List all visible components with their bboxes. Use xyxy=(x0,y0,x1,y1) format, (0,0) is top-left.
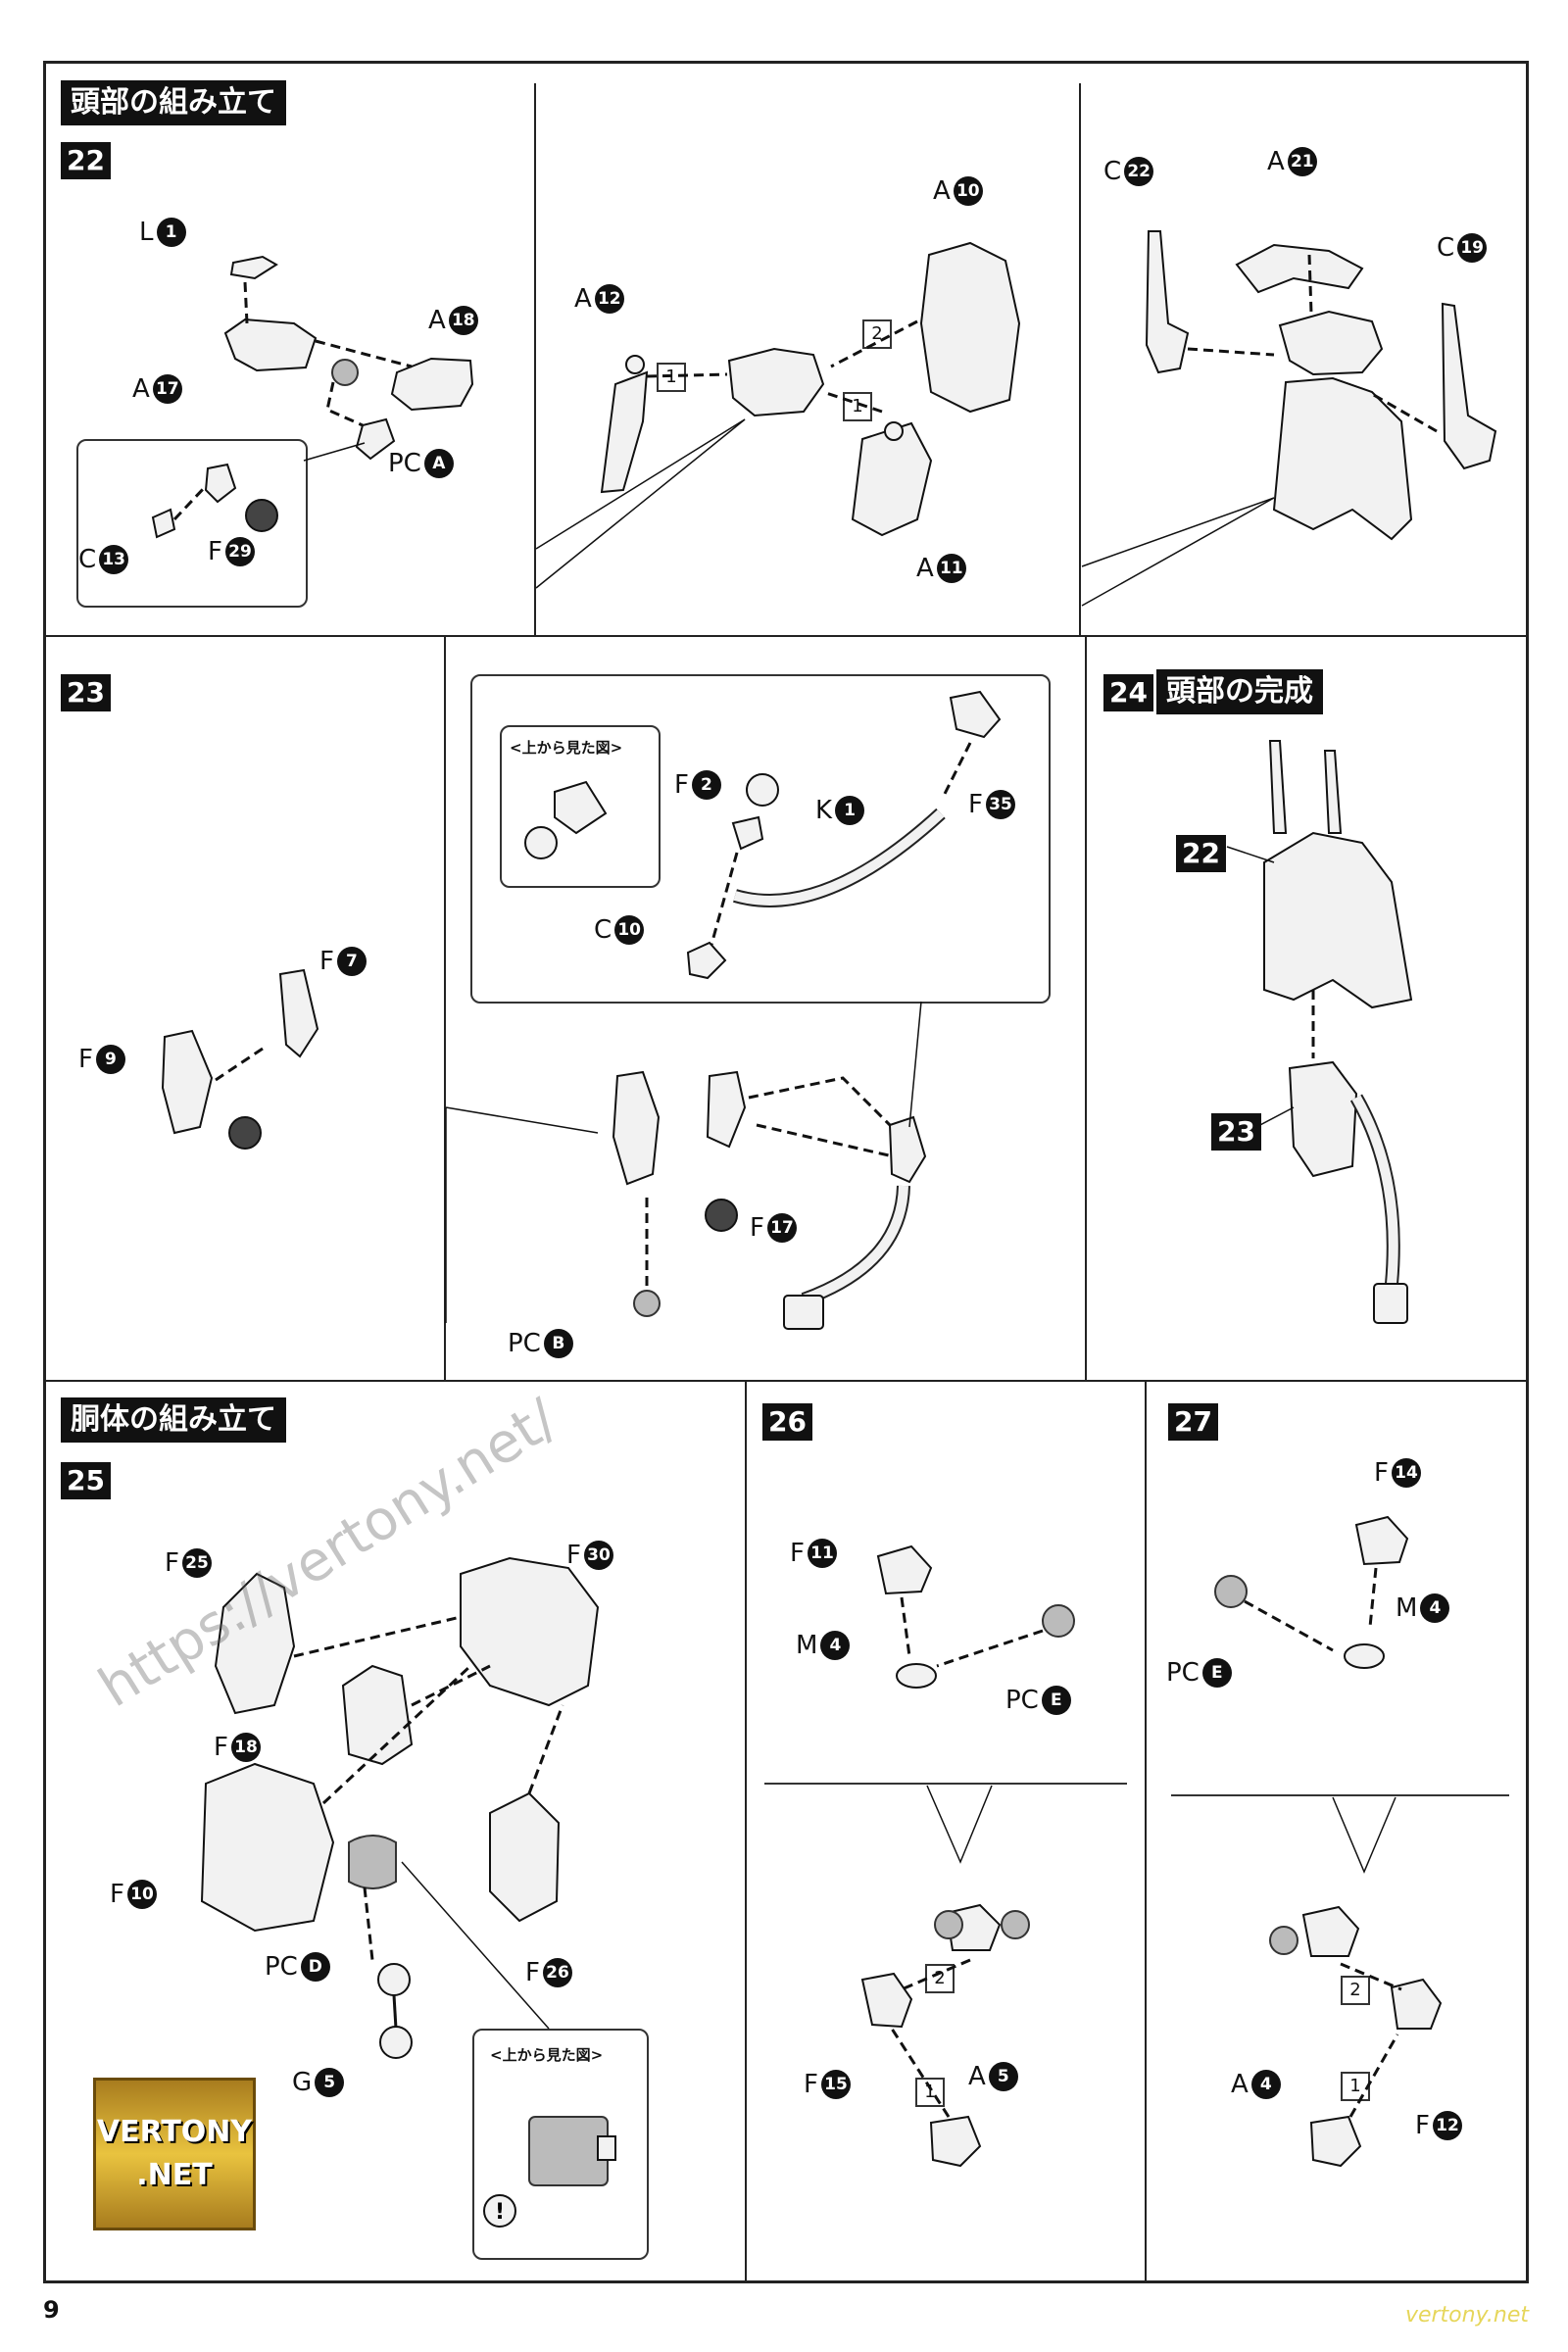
divider xyxy=(534,83,536,635)
divider xyxy=(745,1380,747,2281)
top-view-label: <上から見た図> xyxy=(510,739,623,757)
section-title-head-complete: 頭部の完成 xyxy=(1156,669,1323,714)
divider xyxy=(45,635,1527,637)
svg-text:!: ! xyxy=(495,2200,505,2225)
step-number-22: 22 xyxy=(61,142,111,179)
step-number-24: 24 xyxy=(1103,674,1153,711)
divider xyxy=(444,635,446,1380)
order-marker: 1 xyxy=(1341,2072,1370,2101)
divider xyxy=(1145,1380,1147,2281)
footer-url[interactable]: vertony.net xyxy=(1404,2303,1529,2328)
divider xyxy=(1079,83,1081,635)
page-number: 9 xyxy=(43,2296,60,2324)
step-number-23: 23 xyxy=(61,674,111,711)
step-number-25: 25 xyxy=(61,1462,111,1499)
divider xyxy=(1085,635,1087,1380)
order-marker: 2 xyxy=(862,319,892,349)
instruction-sheet xyxy=(43,61,1529,2283)
section-title-body-assembly: 胴体の組み立て xyxy=(61,1397,286,1443)
section-title-head-assembly: 頭部の組み立て xyxy=(61,80,286,125)
part-label: 22 xyxy=(1176,835,1226,872)
order-marker: 1 xyxy=(843,392,872,421)
divider xyxy=(45,1380,1527,1382)
vertony-logo: VERTONY .NET xyxy=(93,2078,256,2230)
step-number-27: 27 xyxy=(1168,1403,1218,1441)
part-label: 23 xyxy=(1211,1113,1261,1151)
order-marker: 2 xyxy=(1341,1976,1370,2005)
top-view-label: <上から見た図> xyxy=(490,2046,604,2064)
step-number-26: 26 xyxy=(762,1403,812,1441)
order-marker: 1 xyxy=(657,363,686,392)
